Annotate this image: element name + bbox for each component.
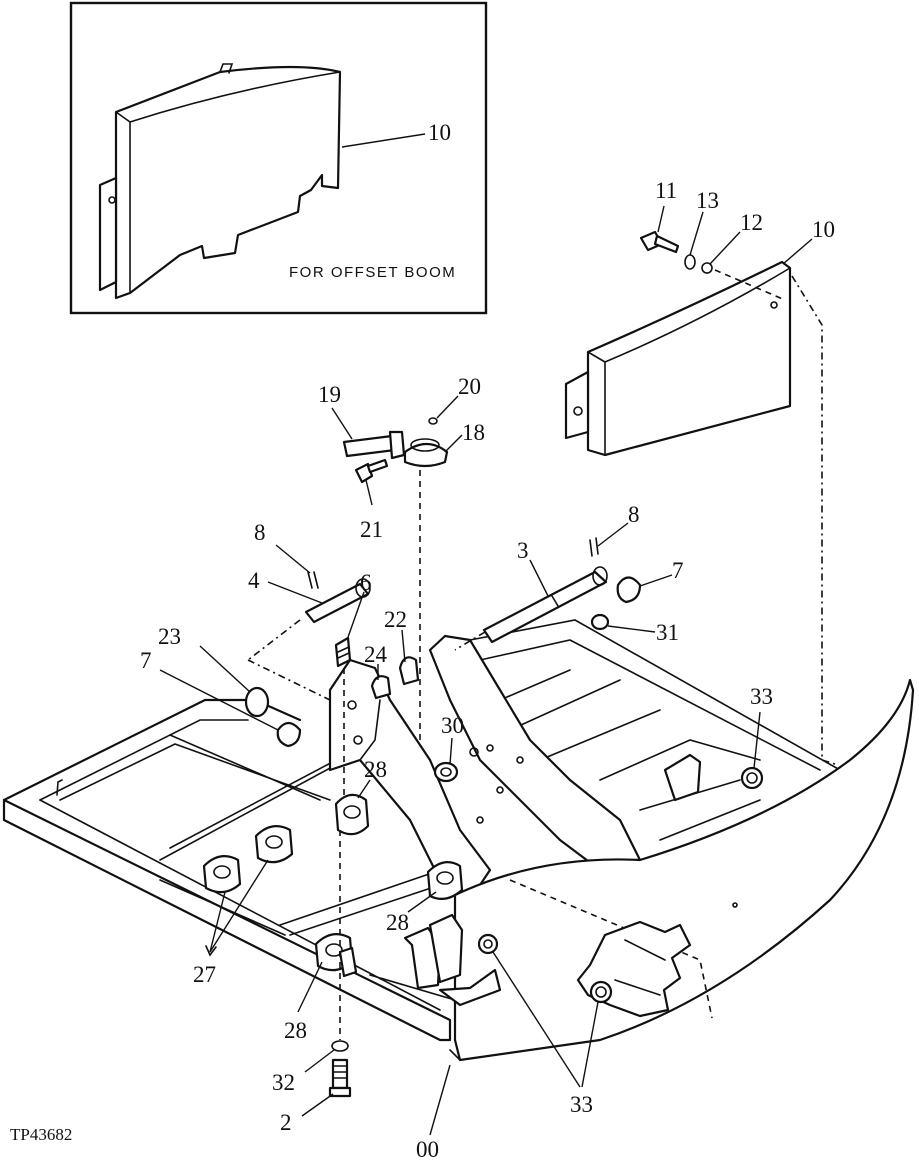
mount-27-a <box>202 855 242 894</box>
plate-24 <box>370 675 392 700</box>
mount-28-a <box>334 793 370 836</box>
inset-counterweight-drawing <box>98 63 342 300</box>
callout-4: 4 <box>248 568 260 593</box>
callout-3: 3 <box>517 538 529 563</box>
callout-33-top: 33 <box>750 684 773 709</box>
mount-28-b <box>426 861 464 901</box>
callout-12: 12 <box>740 210 763 235</box>
ring-7-right <box>616 576 642 604</box>
callout-6: 6 <box>360 570 372 595</box>
callout-30: 30 <box>441 713 464 738</box>
callout-13: 13 <box>696 188 719 213</box>
callout-2: 2 <box>280 1110 292 1135</box>
pin-3 <box>482 566 608 644</box>
callout-8-right: 8 <box>628 502 640 527</box>
plate-22 <box>398 656 420 686</box>
drawing-number: TP43682 <box>10 1125 72 1144</box>
callout-19: 19 <box>318 382 341 407</box>
ring-20 <box>428 417 438 425</box>
ring-7-left <box>276 721 302 748</box>
counterweight-10 <box>564 260 792 457</box>
spring-pin-8-right <box>589 537 599 557</box>
inset-caption: FOR OFFSET BOOM <box>289 264 456 281</box>
cushion-30 <box>433 761 459 783</box>
washer-13 <box>684 254 696 270</box>
callout-18: 18 <box>462 420 485 445</box>
callout-7-right: 7 <box>672 558 684 583</box>
callout-33-bottom: 33 <box>570 1092 593 1117</box>
cushion-33-rear-left <box>477 933 499 955</box>
callout-10-inset: 10 <box>428 120 451 145</box>
callout-23: 23 <box>158 624 181 649</box>
bolt-2 <box>328 1058 352 1098</box>
bolt-11 <box>639 230 680 254</box>
callout-7-left: 7 <box>140 648 152 673</box>
nut-31 <box>590 613 610 631</box>
callout-32: 32 <box>272 1070 295 1095</box>
callout-28-b: 28 <box>386 910 409 935</box>
pin-19 <box>342 430 406 460</box>
callout-22: 22 <box>384 607 407 632</box>
bolt-21 <box>354 458 389 484</box>
callout-28-a: 28 <box>364 757 387 782</box>
callout-21: 21 <box>360 517 383 542</box>
callout-00: 00 <box>416 1137 439 1160</box>
callout-11: 11 <box>655 178 677 203</box>
callout-10-main: 10 <box>812 217 835 242</box>
pin-4 <box>304 578 371 624</box>
offset-boom-inset: 10 FOR OFFSET BOOM <box>69 1 488 315</box>
callout-27: 27 <box>193 962 216 987</box>
shim-18 <box>403 438 449 468</box>
callout-24: 24 <box>364 642 388 667</box>
mount-28-c <box>314 933 358 978</box>
callout-8-left: 8 <box>254 520 266 545</box>
washer-12 <box>701 262 713 274</box>
callout-20: 20 <box>458 374 481 399</box>
cushion-33-rear-right <box>589 980 613 1004</box>
revolving-frame-00 <box>2 619 915 1062</box>
seal-23 <box>244 686 270 718</box>
mount-27-b <box>254 825 294 864</box>
washer-32 <box>331 1040 349 1052</box>
callout-31: 31 <box>656 620 679 645</box>
grease-fitting-6 <box>334 636 352 668</box>
callout-28-c: 28 <box>284 1018 307 1043</box>
spring-pin-8-left <box>307 571 319 589</box>
cushion-33-top <box>740 766 764 790</box>
